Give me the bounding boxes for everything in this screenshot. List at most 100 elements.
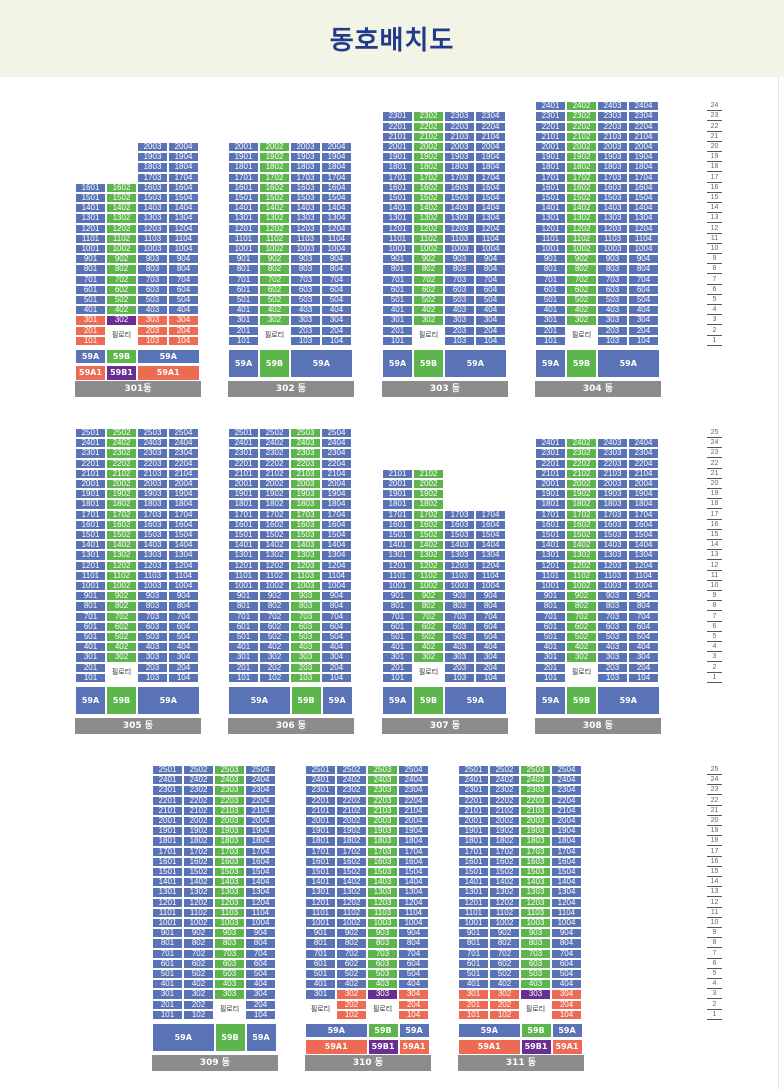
unit-cell: 1503 [137, 530, 168, 541]
unit-cell: 504 [168, 295, 199, 306]
unit-cell: 1202 [489, 897, 520, 908]
floor-scale-tick: 15 [707, 193, 722, 203]
unit-cell: 1303 [290, 213, 321, 224]
unit-cell: 1804 [398, 836, 429, 847]
unit-cell: 2504 [168, 428, 199, 439]
unit-cell: 701 [152, 948, 183, 959]
unit-cell: 1204 [475, 560, 506, 571]
unit-cell: 2002 [566, 142, 597, 153]
unit-cell: 804 [168, 601, 199, 612]
unit-cell: 2204 [168, 458, 199, 469]
unit-cell: 1602 [259, 519, 290, 530]
unit-cell: 1204 [245, 897, 276, 908]
unit-cell: 1002 [183, 918, 214, 929]
unit-cell: 402 [106, 305, 137, 316]
unit-cell: 1701 [382, 172, 413, 183]
unit-cell: 901 [75, 254, 106, 265]
unit-cell: 604 [321, 284, 352, 295]
unit-cell: 2004 [245, 816, 276, 827]
unit-cell: 2103 [367, 805, 398, 816]
unit-cell: 1703 [290, 509, 321, 520]
unit-cell: 801 [75, 264, 106, 275]
unit-cell: 102 [336, 1009, 367, 1020]
unit-cell: 101 [535, 335, 566, 346]
unit-cell: 1602 [489, 856, 520, 867]
unit-cell: 2302 [106, 448, 137, 459]
unit-cell: 2502 [336, 765, 367, 776]
unit-cell: 1102 [566, 570, 597, 581]
unit-cell: 2101 [75, 468, 106, 479]
unit-cell: 1801 [458, 836, 489, 847]
unit-cell: 1302 [106, 213, 137, 224]
unit-cell: 804 [475, 264, 506, 275]
unit-cell: 1403 [214, 877, 245, 888]
unit-cell: 1704 [628, 172, 659, 183]
unit-cell: 1604 [321, 519, 352, 530]
floor-scale-tick: 5 [707, 632, 722, 642]
unit-cell: 1104 [245, 907, 276, 918]
floor-scale-tick: 14 [707, 540, 722, 551]
unit-cell: 2302 [566, 111, 597, 122]
unit-cell: 501 [75, 632, 106, 643]
unit-cell: 2401 [535, 101, 566, 112]
unit-cell: 501 [228, 295, 259, 306]
unit-cell: 903 [137, 254, 168, 265]
unit-cell: 1203 [597, 560, 628, 571]
unit-cell: 601 [75, 621, 106, 632]
unit-cell: 204 [628, 325, 659, 336]
unit-cell: 901 [228, 254, 259, 265]
unit-cell: 601 [75, 284, 106, 295]
unit-cell: 901 [535, 591, 566, 602]
unit-cell: 2201 [305, 795, 336, 806]
unit-cell: 1301 [228, 550, 259, 561]
unit-cell: 1002 [566, 581, 597, 592]
unit-cell: 702 [183, 948, 214, 959]
unit-cell: 1604 [398, 856, 429, 867]
unit-cell: 903 [290, 254, 321, 265]
unit-type-label: 59B [566, 349, 597, 378]
floor-scale-tick: 2 [707, 1000, 722, 1010]
unit-cell: 403 [137, 305, 168, 316]
unit-cell: 1703 [444, 172, 475, 183]
unit-cell: 1203 [137, 560, 168, 571]
unit-cell: 1503 [290, 530, 321, 541]
unit-cell: 803 [597, 264, 628, 275]
unit-cell: 1501 [535, 193, 566, 204]
unit-cell: 2003 [367, 816, 398, 827]
piloti-label: 필로티 [310, 1004, 331, 1013]
unit-cell: 1202 [566, 223, 597, 234]
unit-cell: 904 [475, 254, 506, 265]
piloti-label: 필로티 [111, 667, 132, 676]
floor-scale-tick: 18 [707, 836, 722, 847]
unit-cell: 2501 [228, 428, 259, 439]
unit-cell: 1501 [75, 530, 106, 541]
unit-cell: 403 [444, 642, 475, 653]
unit-cell: 2204 [245, 795, 276, 806]
unit-cell: 1004 [168, 244, 199, 255]
unit-cell: 2301 [228, 448, 259, 459]
unit-cell: 1102 [106, 570, 137, 581]
unit-cell: 1304 [168, 213, 199, 224]
unit-cell: 404 [628, 642, 659, 653]
unit-cell: 2301 [535, 448, 566, 459]
building-label: 303 동 [382, 381, 508, 397]
unit-cell: 1501 [458, 867, 489, 878]
unit-cell: 704 [475, 611, 506, 622]
unit-cell: 2104 [168, 468, 199, 479]
unit-cell: 1603 [290, 519, 321, 530]
floor-scale-tick: 6 [707, 622, 722, 632]
unit-cell: 1701 [152, 846, 183, 857]
unit-cell: 1001 [535, 244, 566, 255]
unit-cell: 302 [336, 989, 367, 1000]
unit-cell: 2404 [245, 775, 276, 786]
unit-cell: 1001 [228, 244, 259, 255]
unit-cell: 1404 [321, 203, 352, 214]
unit-cell: 301 [305, 989, 336, 1000]
unit-cell: 2101 [228, 468, 259, 479]
unit-cell: 2002 [336, 816, 367, 827]
unit-cell: 1504 [321, 530, 352, 541]
unit-cell: 902 [106, 591, 137, 602]
unit-cell: 2003 [520, 816, 551, 827]
unit-type-label: 59A [305, 1023, 368, 1038]
unit-cell: 602 [336, 958, 367, 969]
